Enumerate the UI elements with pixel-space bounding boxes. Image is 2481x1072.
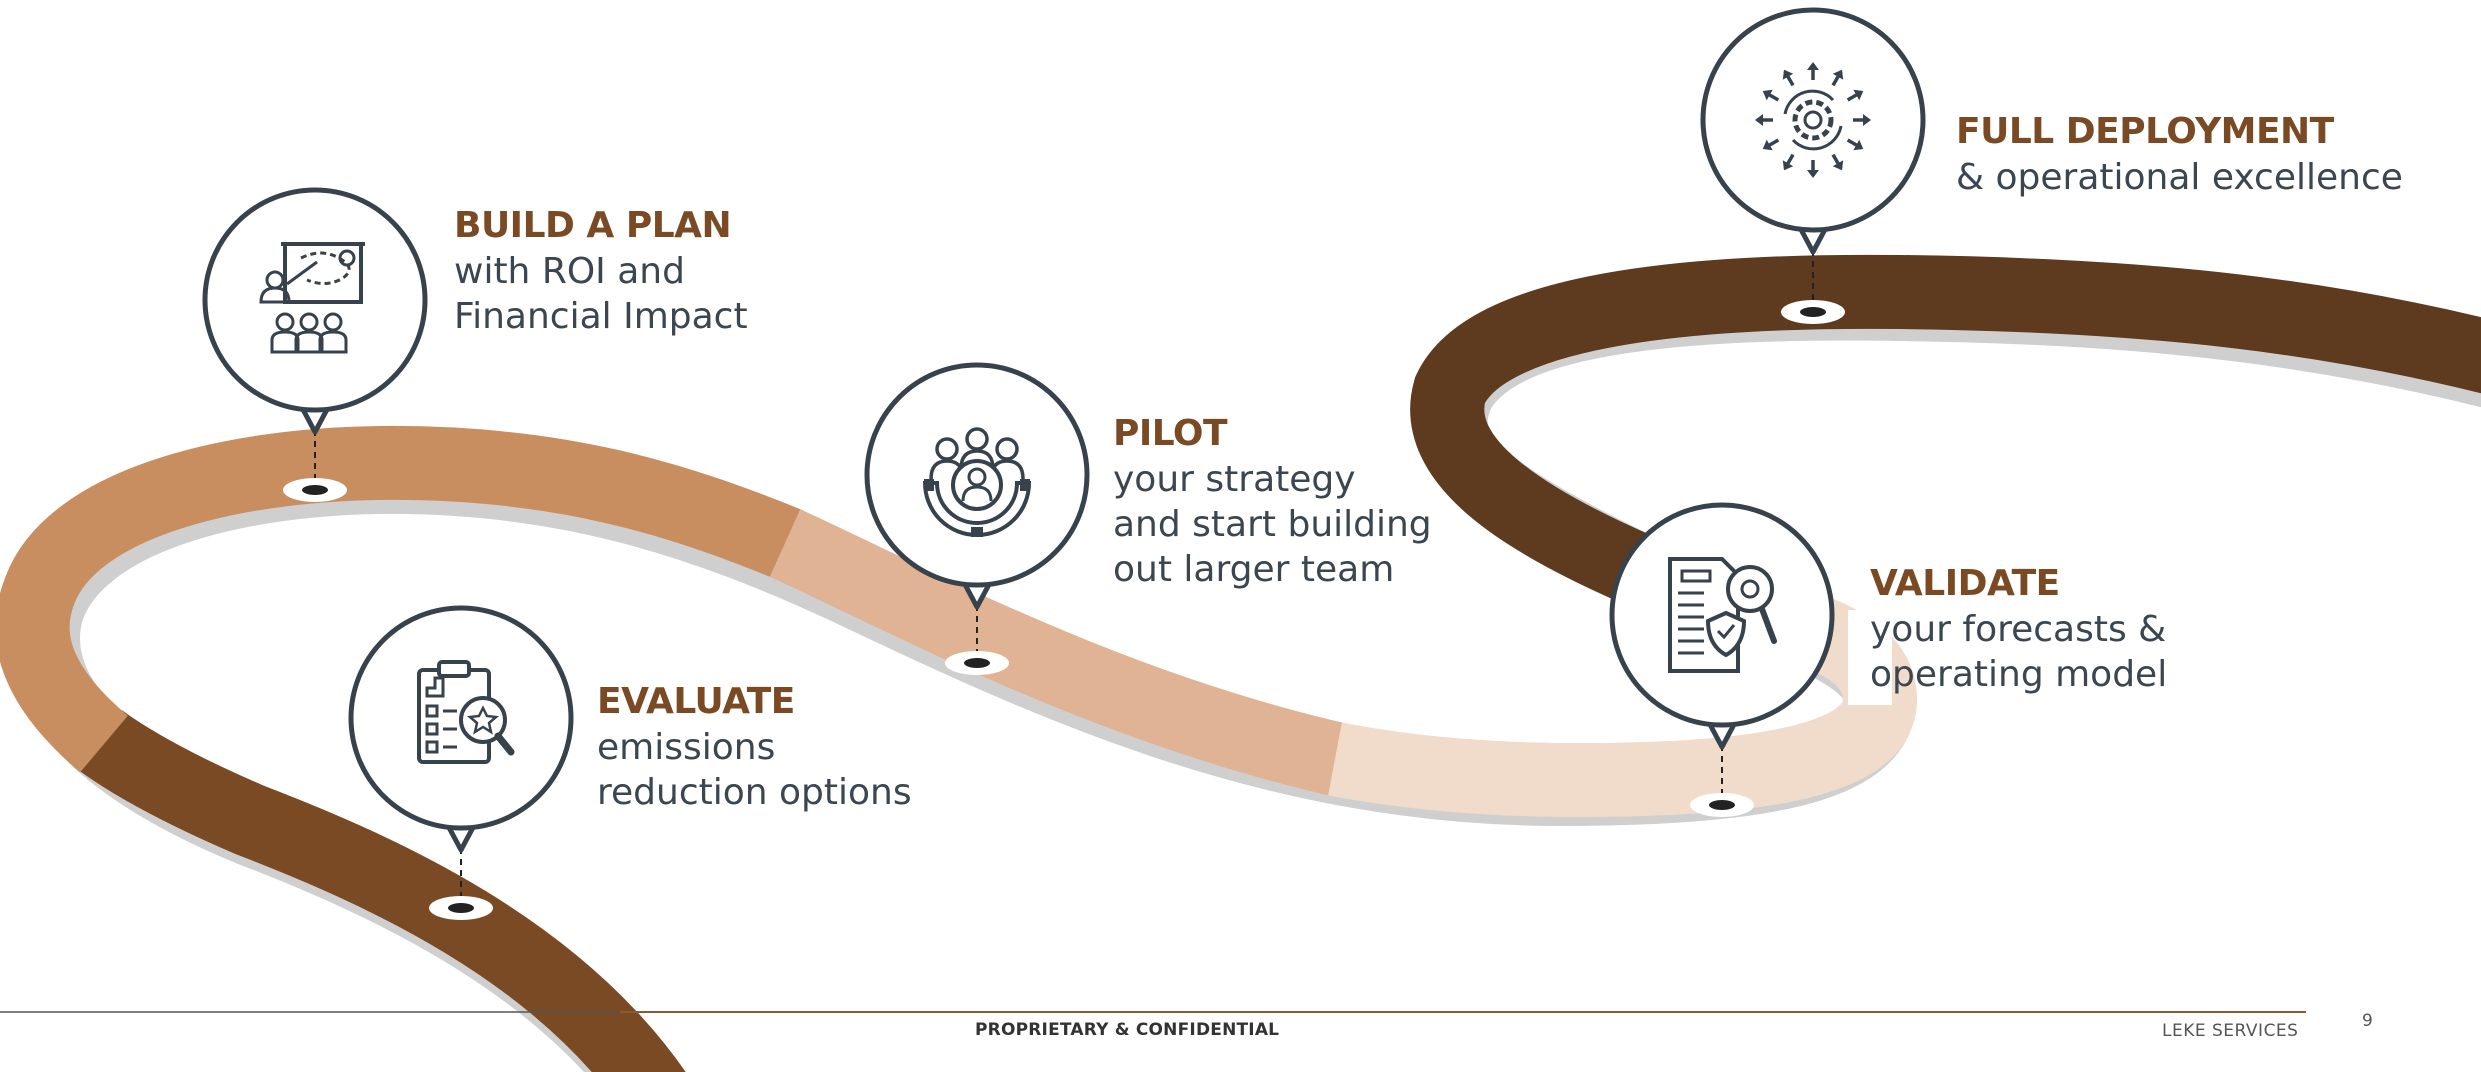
- step-desc-line: with ROI and: [454, 251, 685, 292]
- step-desc-line: operating model: [1870, 654, 2168, 695]
- step-desc-line: & operational excellence: [1956, 157, 2403, 198]
- road-segment-5: [1410, 254, 2481, 610]
- gear-arrows-icon: [1755, 62, 1871, 178]
- pin-deploy: [1700, 7, 1926, 324]
- road-marker-dot: [1709, 800, 1735, 810]
- team-gear-icon: [922, 427, 1032, 537]
- step-desc-line: your forecasts &: [1870, 609, 2167, 650]
- step-desc-line: Financial Impact: [454, 296, 748, 337]
- step-title: FULL DEPLOYMENT: [1956, 111, 2334, 152]
- pin-circle: [1700, 7, 1926, 233]
- step-title: EVALUATE: [597, 681, 795, 722]
- page-number: 9: [2362, 1011, 2373, 1031]
- footer-company: LEKE SERVICES: [2162, 1021, 2299, 1041]
- pin-pilot: [864, 362, 1090, 675]
- road-marker-dot: [964, 658, 990, 668]
- road-segment-1: [78, 709, 686, 1072]
- step-title: VALIDATE: [1870, 563, 2060, 604]
- pin-validate: [1609, 502, 1835, 817]
- step-title: PILOT: [1113, 413, 1228, 454]
- step-desc-line: reduction options: [597, 772, 912, 813]
- step-desc-line: and start building: [1113, 504, 1432, 545]
- clipboard-search-icon: [417, 660, 515, 764]
- pin-evaluate: [348, 605, 574, 920]
- road-marker-dot: [1800, 307, 1826, 317]
- road-marker-dot: [448, 903, 474, 913]
- road-segment-2: [0, 425, 805, 773]
- pin-build: [202, 187, 428, 502]
- presentation-board-icon: [259, 242, 365, 354]
- road-marker-dot: [302, 485, 328, 495]
- road-gap-patch: [1848, 610, 1892, 705]
- step-desc-line: your strategy: [1113, 459, 1356, 500]
- road-segment-3: [769, 509, 1349, 797]
- step-desc-line: out larger team: [1113, 549, 1395, 590]
- document-shield-icon: [1668, 557, 1777, 673]
- step-desc-line: emissions: [597, 727, 776, 768]
- footer-confidential: PROPRIETARY & CONFIDENTIAL: [975, 1020, 1280, 1040]
- step-title: BUILD A PLAN: [454, 205, 732, 246]
